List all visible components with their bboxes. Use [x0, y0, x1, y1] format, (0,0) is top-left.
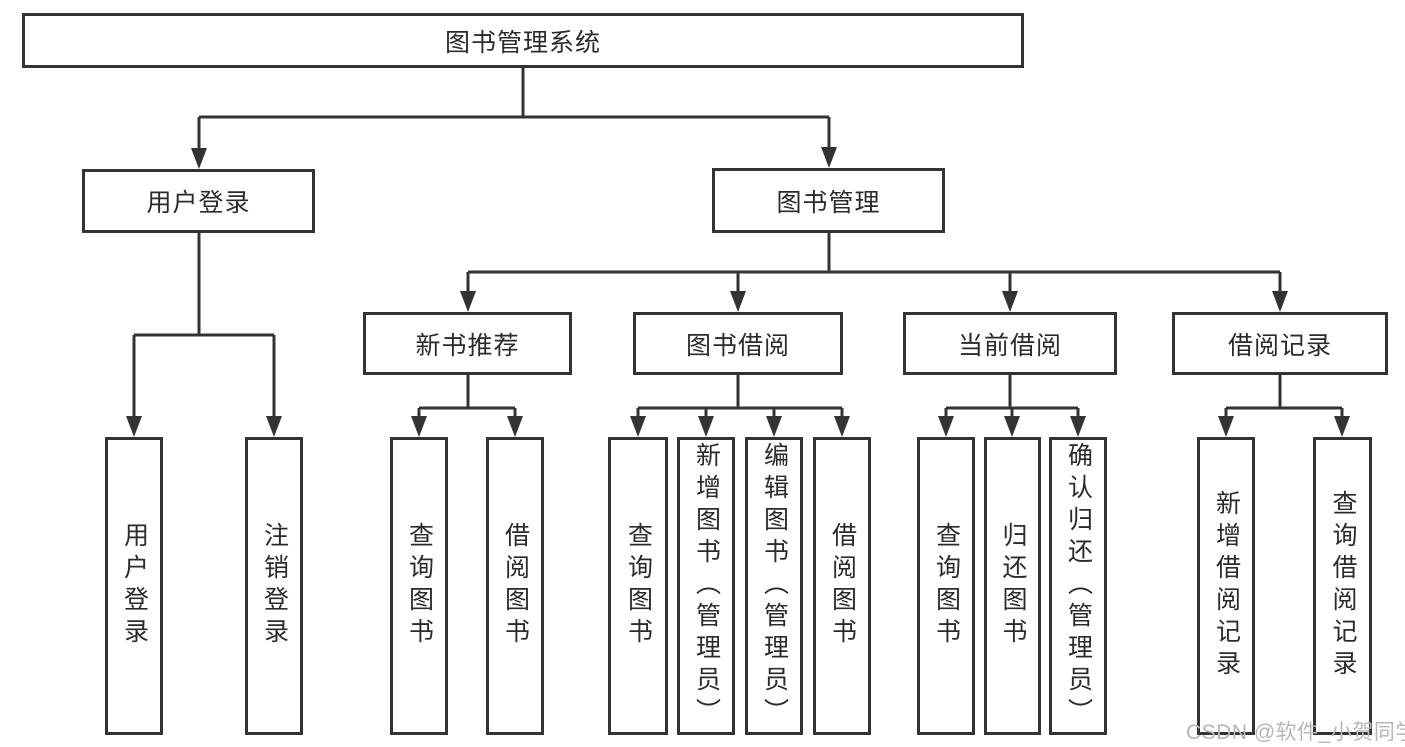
leaf-query-books-recommend-label: 查询图书 — [405, 522, 434, 650]
leaf-add-books-admin: 新增图书（管理员） — [677, 437, 735, 735]
node-borrowing-records: 借阅记录 — [1172, 312, 1388, 375]
leaf-borrow-books-borrowing-label: 借阅图书 — [828, 522, 857, 650]
node-borrowing-records-label: 借阅记录 — [1227, 331, 1332, 360]
leaf-query-borrow-record: 查询借阅记录 — [1313, 437, 1372, 735]
node-user-login-label: 用户登录 — [146, 189, 251, 217]
node-book-management-label: 图书管理 — [776, 188, 881, 217]
node-new-book-recommendation-label: 新书推荐 — [415, 331, 520, 360]
watermark: CSDN @软件_小贺同学 — [1186, 721, 1405, 744]
leaf-query-books-borrowing: 查询图书 — [608, 437, 668, 735]
leaf-logout: 注销登录 — [245, 437, 303, 735]
node-book-borrowing: 图书借阅 — [633, 312, 843, 375]
leaf-borrow-books-borrowing: 借阅图书 — [813, 437, 871, 735]
node-root-label: 图书管理系统 — [444, 28, 601, 57]
leaf-query-books-borrowing-label: 查询图书 — [624, 522, 653, 650]
node-user-login: 用户登录 — [82, 169, 315, 233]
node-current-borrowing-label: 当前借阅 — [957, 331, 1062, 360]
leaf-edit-books-admin-label: 编辑图书（管理员） — [760, 442, 789, 730]
leaf-return-books: 归还图书 — [984, 437, 1041, 735]
leaf-add-borrow-record: 新增借阅记录 — [1197, 437, 1255, 735]
leaf-user-login-label: 用户登录 — [120, 522, 149, 650]
node-root: 图书管理系统 — [22, 13, 1024, 68]
leaf-add-books-admin-label: 新增图书（管理员） — [692, 442, 721, 730]
node-current-borrowing: 当前借阅 — [903, 312, 1117, 375]
node-book-management: 图书管理 — [712, 168, 945, 233]
leaf-return-books-label: 归还图书 — [999, 522, 1027, 650]
leaf-logout-label: 注销登录 — [260, 522, 289, 650]
node-new-book-recommendation: 新书推荐 — [363, 312, 572, 375]
leaf-confirm-return-admin: 确认归还（管理员） — [1049, 437, 1107, 735]
leaf-add-borrow-record-label: 新增借阅记录 — [1212, 490, 1241, 682]
leaf-borrow-books-recommend: 借阅图书 — [486, 437, 544, 735]
leaf-edit-books-admin: 编辑图书（管理员） — [745, 437, 803, 735]
leaf-borrow-books-recommend-label: 借阅图书 — [501, 522, 530, 650]
node-book-borrowing-label: 图书借阅 — [685, 331, 790, 360]
leaf-query-borrow-record-label: 查询借阅记录 — [1329, 490, 1357, 682]
leaf-user-login: 用户登录 — [105, 437, 163, 735]
leaf-confirm-return-admin-label: 确认归还（管理员） — [1064, 442, 1093, 730]
leaf-query-books-current: 查询图书 — [917, 437, 975, 735]
leaf-query-books-recommend: 查询图书 — [390, 437, 448, 735]
leaf-query-books-current-label: 查询图书 — [932, 522, 961, 650]
